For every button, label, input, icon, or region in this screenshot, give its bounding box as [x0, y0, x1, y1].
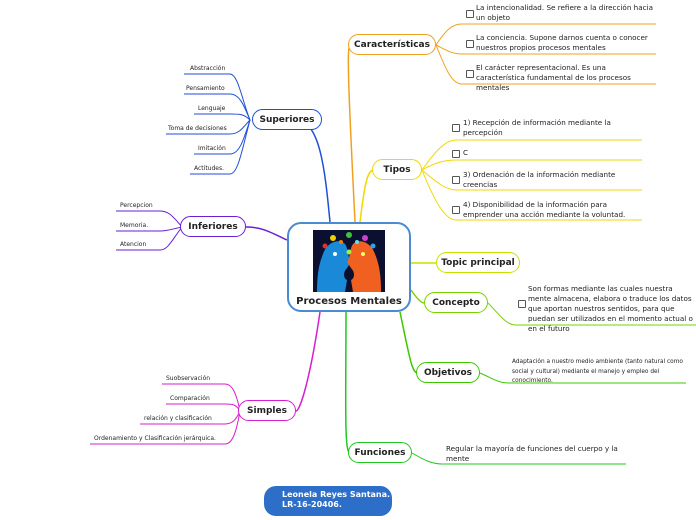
checkbox-icon[interactable] — [466, 40, 474, 48]
subtopic-pensamiento[interactable]: Pensamiento — [186, 85, 225, 92]
subtopic-toma-de-decisiones[interactable]: Toma de decisiones — [168, 125, 227, 132]
checkbox-icon[interactable] — [466, 70, 474, 78]
author-box[interactable]: Leonela Reyes Santana. LR-16-20406. — [264, 486, 392, 516]
topic-objetivos[interactable]: Objetivos — [416, 362, 480, 383]
checkbox-icon[interactable] — [452, 124, 460, 132]
checkbox-icon[interactable] — [518, 300, 526, 308]
central-topic[interactable]: Procesos Mentales — [287, 222, 411, 312]
subtopic-caracter-representacional[interactable]: El carácter representacional. Es una car… — [476, 63, 631, 92]
subtopic-atencion[interactable]: Atencion — [120, 241, 147, 248]
topic-principal[interactable]: Topic principal — [436, 252, 520, 273]
topic-caracteristicas[interactable]: Características — [348, 34, 436, 55]
funciones-text[interactable]: Regular la mayoría de funciones del cuer… — [446, 444, 618, 463]
subtopic-intencionalidad[interactable]: La intencionalidad. Se refiere a la dire… — [476, 3, 653, 22]
author-name: Leonela Reyes Santana. — [282, 490, 391, 499]
topic-inferiores[interactable]: Inferiores — [180, 216, 246, 237]
topic-funciones[interactable]: Funciones — [348, 442, 412, 463]
brain-heads-image — [313, 230, 385, 292]
checkbox-icon[interactable] — [452, 150, 460, 158]
subtopic-conciencia[interactable]: La conciencia. Supone darnos cuenta o co… — [476, 33, 648, 52]
subtopic-ordenacion[interactable]: 3) Ordenación de la información mediante… — [463, 170, 616, 189]
concepto-text[interactable]: Son formas mediante las cuales nuestra m… — [528, 284, 693, 333]
subtopic-percepcion[interactable]: Percepcion — [120, 202, 153, 209]
subtopic-memoria[interactable]: Memoria. — [120, 222, 149, 229]
subtopic-relacion-clasificacion[interactable]: relación y clasificación — [144, 415, 212, 422]
topic-superiores[interactable]: Superiores — [252, 109, 322, 130]
subtopic-actitudes[interactable]: Actitudes. — [194, 165, 225, 172]
author-id: LR-16-20406. — [282, 500, 342, 509]
subtopic-disponibilidad[interactable]: 4) Disponibilidad de la información para… — [463, 200, 626, 219]
subtopic-suobservacion[interactable]: Suobservación — [166, 375, 211, 382]
checkbox-icon[interactable] — [466, 10, 474, 18]
topic-tipos[interactable]: Tipos — [372, 159, 422, 180]
subtopic-imitacion[interactable]: Imitación — [198, 145, 226, 152]
subtopic-ordenamiento[interactable]: Ordenamiento y Clasificación jerárquica. — [94, 435, 216, 442]
subtopic-c[interactable]: C — [463, 148, 469, 157]
central-topic-title: Procesos Mentales — [296, 296, 402, 307]
subtopic-abstraccion[interactable]: Abstracción — [190, 65, 226, 72]
checkbox-icon[interactable] — [452, 206, 460, 214]
subtopic-lenguaje[interactable]: Lenguaje — [198, 105, 226, 112]
topic-concepto[interactable]: Concepto — [424, 292, 488, 313]
objetivos-text[interactable]: Adaptación a nuestro medio ambiente (tan… — [512, 359, 683, 384]
subtopic-recepcion[interactable]: 1) Recepción de información mediante la … — [463, 118, 611, 137]
checkbox-icon[interactable] — [452, 176, 460, 184]
subtopic-comparacion[interactable]: Comparación — [170, 395, 210, 402]
topic-simples[interactable]: Simples — [238, 400, 296, 421]
